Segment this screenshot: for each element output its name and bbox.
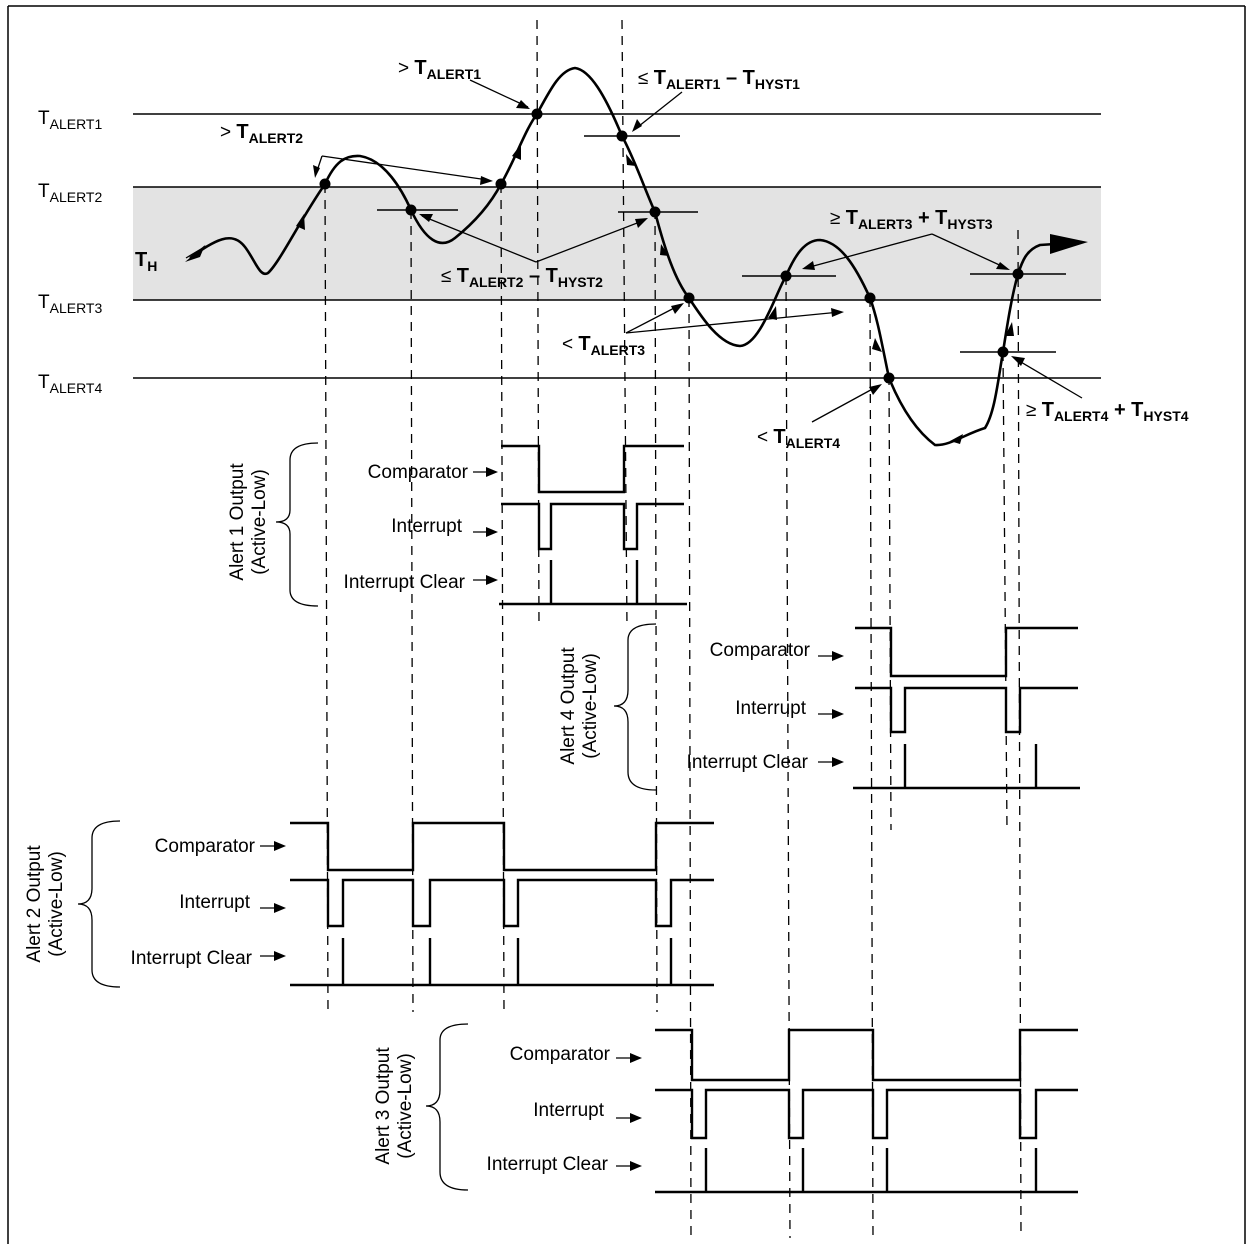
- curve-end-arrow: [1050, 234, 1088, 254]
- curve-direction-arrows: [185, 144, 1014, 444]
- alert4-subtitle: (Active-Low): [580, 653, 601, 759]
- alert4-brace: [613, 623, 657, 791]
- alert2-title: Alert 2 Output: [24, 845, 45, 963]
- annotation-le-alert1-hyst1: ≤ TALERT1 – THYST1: [638, 67, 800, 92]
- th-label: TH: [135, 249, 157, 274]
- alert2-interrupt-clear-wave: [290, 938, 714, 987]
- alert1-subtitle: (Active-Low): [249, 469, 270, 575]
- alert3-subtitle: (Active-Low): [395, 1053, 416, 1159]
- alert2-interrupt-wave: [290, 878, 714, 928]
- alert4-comparator-label: Comparator: [710, 640, 811, 661]
- alert1-title: Alert 1 Output: [227, 463, 248, 581]
- alert4-interrupt-clear-label: Interrupt Clear: [687, 752, 809, 773]
- crossing-points: [319, 108, 1024, 384]
- alert1-interrupt-wave: [501, 502, 684, 551]
- alert3-interrupt-wave: [655, 1088, 1078, 1140]
- alert3-brace: [425, 1023, 469, 1191]
- threshold-label-alert3: TALERT3: [38, 292, 102, 316]
- alert1-interrupt-label: Interrupt: [391, 516, 462, 537]
- annotation-le-alert2-hyst2: ≤ TALERT2 – THYST2: [441, 265, 603, 290]
- annotation-lt-alert4: < TALERT4: [757, 426, 840, 451]
- annotation-ge-alert4-hyst4: ≥ TALERT4 + THYST4: [1026, 399, 1189, 424]
- alert4-output-group: Alert 4 Output (Active-Low) Comparator I…: [558, 623, 1080, 791]
- threshold-label-alert4: TALERT4: [38, 372, 102, 396]
- alert3-interrupt-clear-label: Interrupt Clear: [487, 1154, 609, 1175]
- alert3-comparator-label: Comparator: [510, 1044, 611, 1065]
- alert2-alert3-band: [133, 187, 1101, 300]
- alert3-output-group: Alert 3 Output (Active-Low) Comparator I…: [373, 1023, 1078, 1194]
- alert4-title: Alert 4 Output: [558, 647, 579, 765]
- alert2-interrupt-label: Interrupt: [179, 892, 250, 913]
- alert1-interrupt-clear-label: Interrupt Clear: [344, 572, 466, 593]
- alert4-comparator-wave: [855, 626, 1078, 678]
- alert1-comparator-wave: [501, 444, 684, 494]
- alert2-brace: [77, 820, 121, 988]
- alert4-interrupt-wave: [855, 686, 1078, 734]
- alert1-comparator-label: Comparator: [368, 462, 469, 483]
- alert2-interrupt-clear-label: Interrupt Clear: [131, 948, 253, 969]
- annotation-gt-alert1: > TALERT1: [398, 57, 481, 82]
- alert4-interrupt-label: Interrupt: [735, 698, 806, 719]
- threshold-label-alert1: TALERT1: [38, 108, 102, 132]
- alert4-interrupt-clear-wave: [853, 744, 1080, 790]
- alert1-interrupt-clear-wave: [499, 560, 687, 606]
- alert2-comparator-label: Comparator: [155, 836, 256, 857]
- alert3-interrupt-clear-wave: [655, 1148, 1078, 1194]
- annotation-leaders: [185, 79, 1083, 423]
- annotation-ge-alert3-hyst3: ≥ TALERT3 + THYST3: [830, 207, 993, 232]
- alert2-output-group: Alert 2 Output (Active-Low) Comparator I…: [24, 820, 714, 988]
- annotation-lt-alert3: < TALERT3: [562, 333, 645, 358]
- alert3-comparator-wave: [655, 1028, 1078, 1082]
- alert1-brace: [275, 442, 319, 607]
- alert1-output-group: Alert 1 Output (Active-Low) Comparator I…: [227, 442, 687, 607]
- alert3-title: Alert 3 Output: [373, 1047, 394, 1165]
- alert2-subtitle: (Active-Low): [46, 851, 67, 957]
- alert3-interrupt-label: Interrupt: [533, 1100, 604, 1121]
- threshold-label-alert2: TALERT2: [38, 181, 102, 205]
- annotation-gt-alert2: > TALERT2: [220, 121, 303, 146]
- alert2-comparator-wave: [290, 821, 714, 872]
